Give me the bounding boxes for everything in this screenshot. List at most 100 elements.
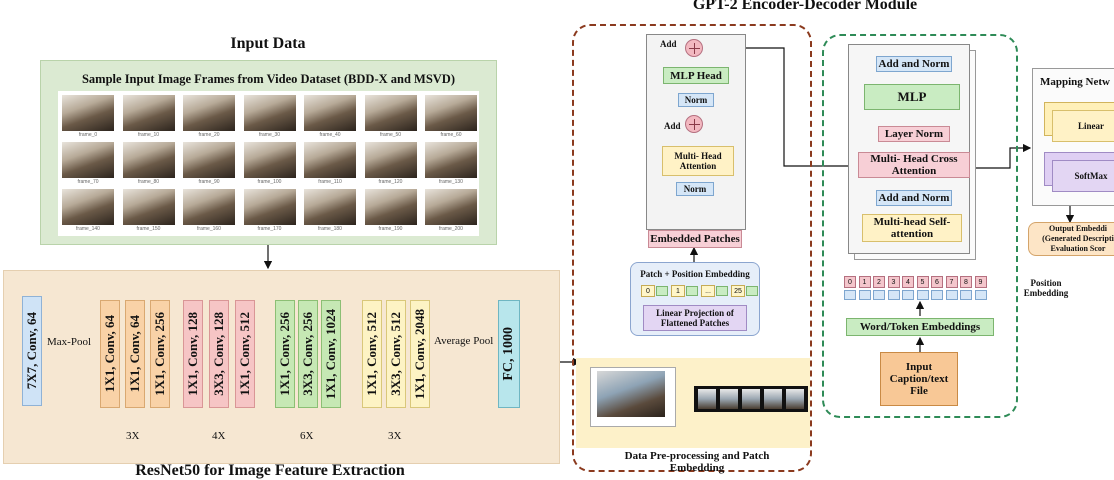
stage3-conv-a-label: 1X1, Conv, 256 [277, 312, 292, 396]
video-frame: frame_160 [183, 189, 235, 235]
stage2-repeat: 4X [212, 430, 226, 442]
image-patch [720, 389, 738, 409]
video-frame-image [183, 95, 235, 131]
video-frame-label: frame_80 [137, 179, 160, 185]
self-attention-block: Multi-head Self-attention [862, 214, 962, 242]
video-frame-image [62, 189, 114, 225]
stage1-conv-c: 1X1, Conv, 256 [150, 300, 170, 408]
video-frame-label: frame_180 [318, 226, 342, 232]
preprocess-label: Data Pre-processing and Patch Embedding [624, 450, 770, 474]
video-frame-label: frame_200 [439, 226, 463, 232]
video-frame-image [183, 189, 235, 225]
stage4-conv-b: 3X3, Conv, 512 [386, 300, 406, 408]
video-frame-label: frame_130 [439, 179, 463, 185]
fc-label: FC, 1000 [501, 327, 516, 381]
stage2-conv-b: 3X3, Conv, 128 [209, 300, 229, 408]
video-frame: frame_100 [243, 142, 296, 188]
video-frame-label: frame_30 [258, 132, 281, 138]
video-frame-label: frame_50 [379, 132, 402, 138]
input-caption-block: Input Caption/text File [880, 352, 958, 406]
embedded-patches-block: Embedded Patches [648, 230, 742, 248]
linear-block: Linear [1052, 110, 1114, 142]
token-embedding [960, 290, 972, 300]
decoder-region [822, 34, 1018, 418]
position-token: 1 [858, 276, 871, 288]
stage2-conv-c-label: 1X1, Conv, 512 [237, 312, 252, 396]
video-frame-label: frame_190 [378, 226, 403, 232]
patch-position-panel: Patch + Position Embedding 0 1 ... 25 Li… [630, 262, 760, 336]
patch-token-ellipsis: ... [701, 285, 715, 297]
video-frame-label: frame_0 [78, 132, 98, 138]
stage4-conv-c: 1X1, Conv, 2048 [410, 300, 430, 408]
encoder-region [572, 24, 812, 472]
avgpool-label: Average Pool [434, 335, 494, 347]
token-embedding [931, 290, 943, 300]
stage2-conv-c: 1X1, Conv, 512 [235, 300, 255, 408]
video-frame-label: frame_110 [318, 179, 342, 185]
video-frame: frame_140 [62, 189, 114, 235]
encoder-norm-top: Norm [678, 93, 714, 107]
video-frame-image [364, 142, 417, 178]
word-token-embeddings: Word/Token Embeddings [846, 318, 994, 336]
mlp-head-block: MLP Head [663, 67, 729, 84]
encoder-norm-bottom: Norm [676, 182, 714, 196]
video-frame-label: frame_90 [198, 179, 220, 185]
video-frame: frame_200 [425, 189, 477, 235]
maxpool-label: Max-Pool [47, 336, 91, 348]
encoder-add-top-label: Add [660, 39, 677, 49]
token-embedding [902, 290, 914, 300]
encoder-add-mid-icon [685, 115, 703, 133]
first-conv-block: 7X7, Conv, 64 [22, 296, 42, 406]
linear-projection-block: Linear Projection of Flattened Patches [643, 305, 747, 331]
video-frame: frame_110 [304, 142, 356, 188]
video-frame: frame_40 [304, 95, 356, 141]
softmax-block: SoftMax [1052, 160, 1114, 192]
video-frame-image [122, 95, 175, 131]
stage2-conv-a: 1X1, Conv, 128 [183, 300, 203, 408]
patch-token-1: 1 [671, 285, 685, 297]
frames-panel-title: Sample Input Image Frames from Video Dat… [81, 72, 456, 86]
video-frame-label: frame_150 [136, 226, 161, 232]
decoder-add-norm-bottom: Add and Norm [876, 190, 952, 206]
token-embedding [858, 290, 871, 300]
fc-block: FC, 1000 [498, 300, 520, 408]
video-frame: frame_130 [425, 142, 477, 188]
gpt2-title: GPT-2 Encoder-Decoder Module [692, 0, 918, 13]
position-token: 0 [844, 276, 856, 288]
patch-strip [694, 386, 808, 412]
video-frame-label: frame_160 [197, 226, 221, 232]
image-patch [786, 389, 804, 409]
position-token: 8 [960, 276, 972, 288]
video-frame-label: frame_40 [319, 132, 341, 138]
stage1-conv-a-label: 1X1, Conv, 64 [102, 315, 117, 393]
video-frame-image [243, 95, 296, 131]
video-frame: frame_60 [425, 95, 477, 141]
stage3-conv-b: 3X3, Conv, 256 [298, 300, 318, 408]
video-frame: frame_10 [122, 95, 175, 141]
stage1-conv-a: 1X1, Conv, 64 [100, 300, 120, 408]
video-frame-image [122, 189, 175, 225]
stage3-conv-a: 1X1, Conv, 256 [275, 300, 295, 408]
patch-position-title: Patch + Position Embedding [640, 269, 750, 279]
video-frame: frame_50 [364, 95, 417, 141]
video-frame-image [122, 142, 175, 178]
stage4-conv-c-label: 1X1, Conv, 2048 [412, 308, 427, 400]
patch-token-25: 25 [731, 285, 745, 297]
video-frame-image [183, 142, 235, 178]
video-frame-image [62, 95, 114, 131]
patch-embed-0 [656, 286, 668, 296]
video-frame-image [364, 189, 417, 225]
video-frame-image [243, 189, 296, 225]
stage4-conv-b-label: 3X3, Conv, 512 [388, 312, 403, 396]
stage4-conv-a-label: 1X1, Conv, 512 [364, 312, 379, 396]
token-embedding [873, 290, 885, 300]
video-frame: frame_90 [183, 142, 235, 188]
image-patch [764, 389, 782, 409]
cross-attention-block: Multi- Head Cross Attention [858, 152, 970, 178]
first-conv-label: 7X7, Conv, 64 [24, 312, 39, 390]
video-frame-label: frame_120 [378, 179, 403, 185]
position-token: 6 [931, 276, 943, 288]
stage1-repeat: 3X [126, 430, 140, 442]
patch-embed-25 [746, 286, 758, 296]
